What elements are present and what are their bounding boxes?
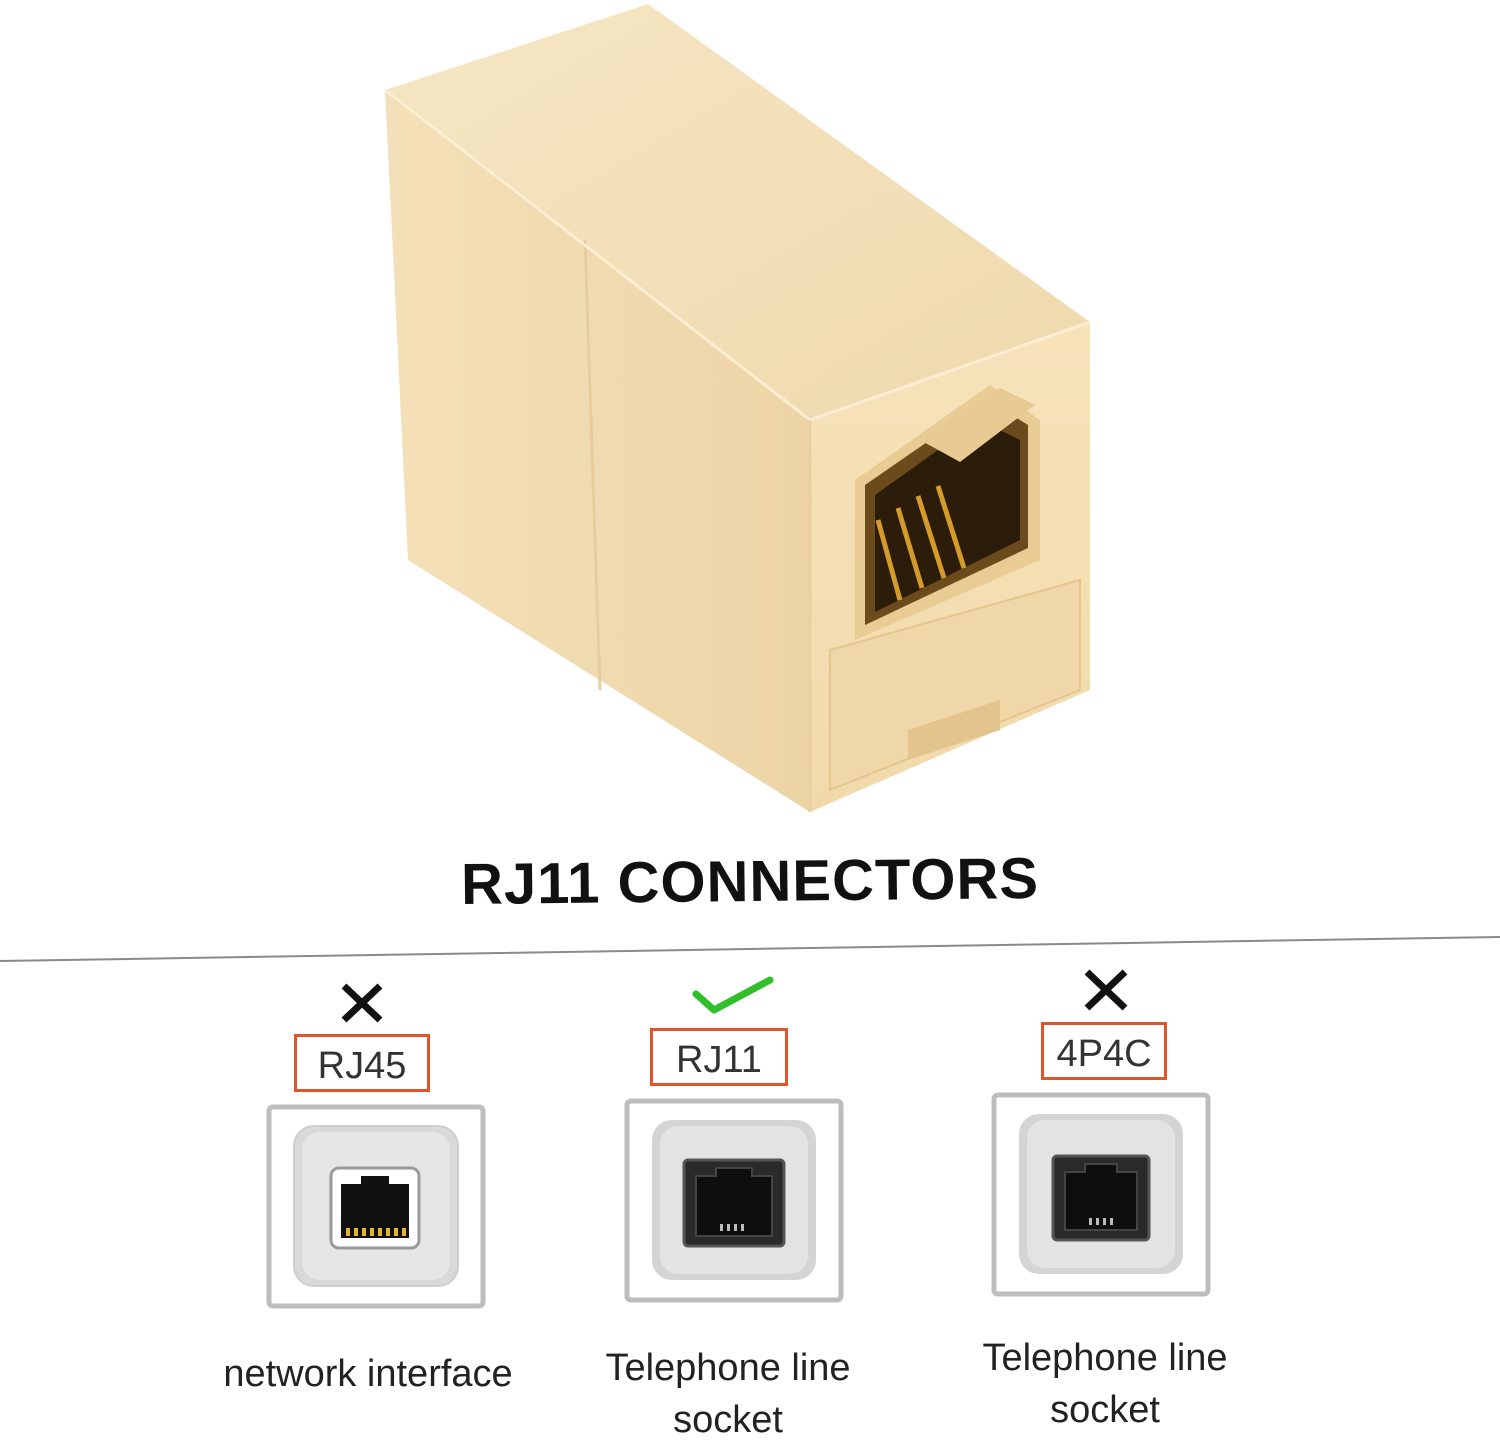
label-box: 4P4C: [1041, 1022, 1167, 1080]
caption-line-2: socket: [1050, 1389, 1160, 1431]
cross-icon: [1084, 969, 1128, 1011]
caption-line-2: socket: [673, 1399, 783, 1441]
4p4c-socket-icon: [991, 1092, 1211, 1297]
check-icon: [692, 976, 774, 1014]
divider: [0, 936, 1500, 962]
caption: network interface: [188, 1348, 548, 1400]
label-box: RJ11: [650, 1028, 788, 1086]
option-rj11: RJ11 Telephone line socket: [548, 970, 908, 1441]
caption-line-1: Telephone line: [982, 1337, 1228, 1379]
cross-icon: [341, 983, 383, 1023]
caption-line-1: Telephone line: [605, 1347, 851, 1389]
coupler-product-image: [384, 4, 1091, 812]
rj11-socket-icon: [624, 1098, 844, 1303]
caption: Telephone line socket: [925, 1332, 1285, 1436]
label-box: RJ45: [294, 1034, 430, 1092]
option-rj45: RJ45 network interface: [188, 976, 548, 1446]
caption-line-1: network interface: [223, 1353, 513, 1395]
caption: Telephone line socket: [548, 1342, 908, 1446]
option-4p4c: 4P4C Telephone line socket: [925, 964, 1285, 1434]
headline: RJ11 CONNECTORS: [460, 845, 1040, 918]
rj45-socket-icon: [266, 1104, 486, 1309]
